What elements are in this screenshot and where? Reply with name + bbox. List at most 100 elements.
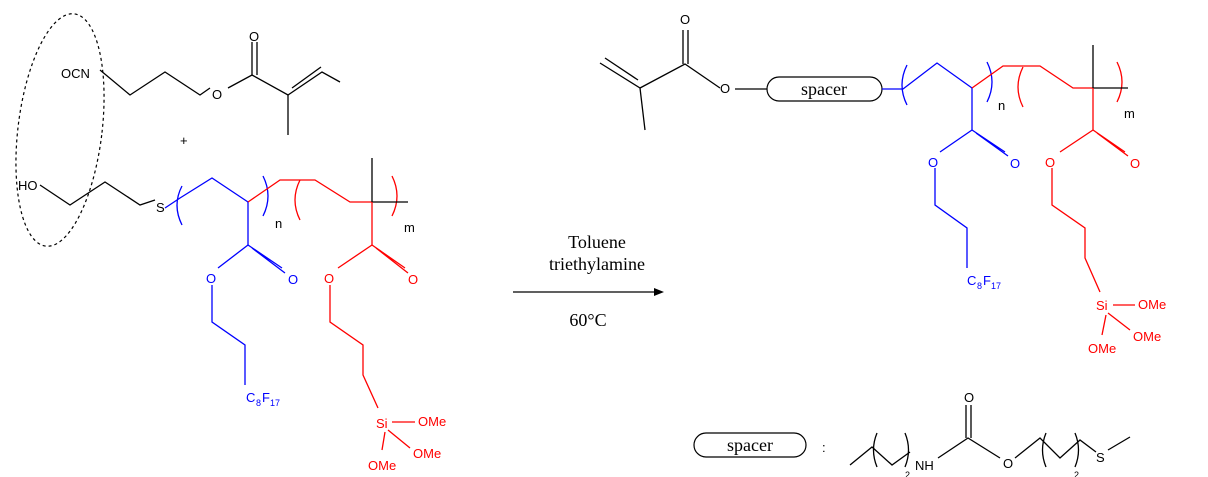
r2-red-methyl-end: [371, 158, 408, 203]
legend-spacer-label: spacer: [727, 435, 773, 455]
r2-blue-backbone: [164, 177, 249, 209]
svg-text:8: 8: [256, 398, 261, 408]
legend-carbonyl-o-label: O: [964, 390, 974, 405]
reaction-arrow-group: Toluene triethylamine 60°C: [513, 232, 664, 330]
p-red-backbone: [971, 65, 1093, 89]
p-blue-ester: [939, 129, 1009, 157]
r2-red-paren-left: [294, 179, 301, 221]
legend-spacer-box: [693, 432, 807, 458]
r2-ome2-label: OMe: [413, 446, 441, 461]
p-ester-o-label: O: [720, 81, 730, 96]
p-blue-paren-left: [901, 64, 908, 106]
r2-m-subscript: m: [404, 220, 415, 235]
r1-carbonyl-bond: [251, 42, 258, 75]
p-red-paren-left: [1017, 66, 1024, 108]
svg-text:F: F: [983, 273, 991, 288]
r2-red-paren-right: [391, 175, 398, 217]
temperature-label: 60°C: [569, 310, 606, 330]
p-blue-propyl: [934, 168, 968, 268]
r2-blue-propyl: [211, 285, 246, 385]
p-si-bonds: [1101, 304, 1135, 336]
r2-blue-carbonyl-o-label: O: [288, 272, 298, 287]
spacer-legend: spacer : 2 NH O O 2 S: [693, 390, 1131, 477]
svg-text:17: 17: [270, 398, 280, 408]
ocn-label: OCN: [61, 66, 90, 81]
r2-red-backbone: [247, 179, 372, 203]
p-blue-o-label: O: [928, 155, 938, 170]
legend-s-label: S: [1096, 450, 1105, 465]
plus-sign: +: [180, 133, 188, 148]
legend-paren-right-1: [904, 432, 910, 468]
r2-si-label: Si: [376, 416, 388, 431]
product-macromonomer: O O spacer n O O C 8 F 17 m O O Si OMe: [599, 12, 1166, 356]
r2-thioethanol-bonds: [39, 181, 156, 206]
p-blue-carbonyl-o-label: O: [1010, 156, 1020, 171]
r1-vinyl-double: [291, 66, 322, 89]
r2-red-ester: [337, 244, 409, 274]
legend-left-chain: [849, 446, 911, 466]
legend-sub-1: 2: [905, 470, 910, 477]
r1-ester-bonds: [227, 71, 341, 96]
p-red-carbonyl-o-label: O: [1130, 156, 1140, 171]
p-red-methyl-end: [1092, 45, 1128, 89]
svg-text:C: C: [246, 390, 255, 405]
svg-text:8: 8: [977, 281, 982, 291]
r2-si-bonds: [381, 421, 415, 451]
r1-chain-bonds: [99, 69, 211, 96]
r2-ome1-label: OMe: [418, 414, 446, 429]
p-red-propyl: [1051, 168, 1101, 293]
legend-ether-o-label: O: [1003, 456, 1013, 471]
p-ester-bonds: [639, 63, 721, 89]
r2-blue-paren-left: [176, 185, 183, 226]
legend-nh-label: NH: [915, 458, 934, 473]
ho-label: HO: [18, 178, 38, 193]
p-vinyl-double: [604, 57, 639, 81]
reactant-copolymer: HO S n O O C 8 F 17 m O O Si OMe OMe OMe: [18, 158, 446, 473]
p-m-subscript: m: [1124, 106, 1135, 121]
r2-red-carbonyl-o-label: O: [408, 272, 418, 287]
reactive-groups-ellipse: [15, 13, 105, 247]
reaction-arrow-head: [654, 288, 664, 296]
svg-text:17: 17: [991, 281, 1001, 291]
legend-methyl-bond: [1107, 436, 1131, 451]
r2-ome3-label: OMe: [368, 458, 396, 473]
legend-right-chain: [1014, 437, 1097, 459]
r2-blue-o-label: O: [206, 271, 216, 286]
p-si-label: Si: [1096, 298, 1108, 313]
p-red-ester: [1059, 129, 1129, 157]
legend-sub-2: 2: [1074, 470, 1079, 477]
solvent-label: Toluene: [568, 232, 626, 252]
r2-blue-paren-right: [262, 175, 269, 217]
svg-text:F: F: [262, 390, 270, 405]
p-ome1-label: OMe: [1138, 297, 1166, 312]
p-ome3-label: OMe: [1088, 341, 1116, 356]
p-blue-backbone: [882, 62, 973, 90]
p-methacryl-bonds: [599, 62, 646, 131]
r2-c8f17-label: C 8 F 17: [246, 390, 280, 408]
r1-ester-o-label: O: [212, 87, 222, 102]
reactant-isocyanate-methacrylate: OCN O O: [61, 29, 341, 135]
p-carbonyl-o-label: O: [680, 12, 690, 27]
p-red-paren-right: [1116, 61, 1123, 103]
legend-colon: :: [822, 440, 826, 455]
p-ome2-label: OMe: [1133, 329, 1161, 344]
svg-text:C: C: [967, 273, 976, 288]
r2-s-label: S: [156, 200, 165, 215]
p-red-o-label: O: [1045, 155, 1055, 170]
p-carbonyl-bond: [682, 30, 689, 64]
legend-paren-left-1: [872, 432, 878, 468]
p-spacer-label: spacer: [801, 79, 847, 99]
r2-red-propyl: [329, 285, 379, 409]
legend-paren-right-2: [1074, 432, 1080, 468]
legend-paren-left-2: [1041, 432, 1047, 468]
r2-blue-ester: [217, 244, 286, 274]
p-c8f17-label: C 8 F 17: [967, 273, 1001, 291]
p-blue-paren-right: [986, 61, 993, 103]
p-n-subscript: n: [998, 98, 1005, 113]
base-label: triethylamine: [549, 254, 645, 274]
r2-n-subscript: n: [275, 216, 282, 231]
r2-red-o-label: O: [324, 271, 334, 286]
legend-carbamate-bonds: [937, 405, 1001, 459]
